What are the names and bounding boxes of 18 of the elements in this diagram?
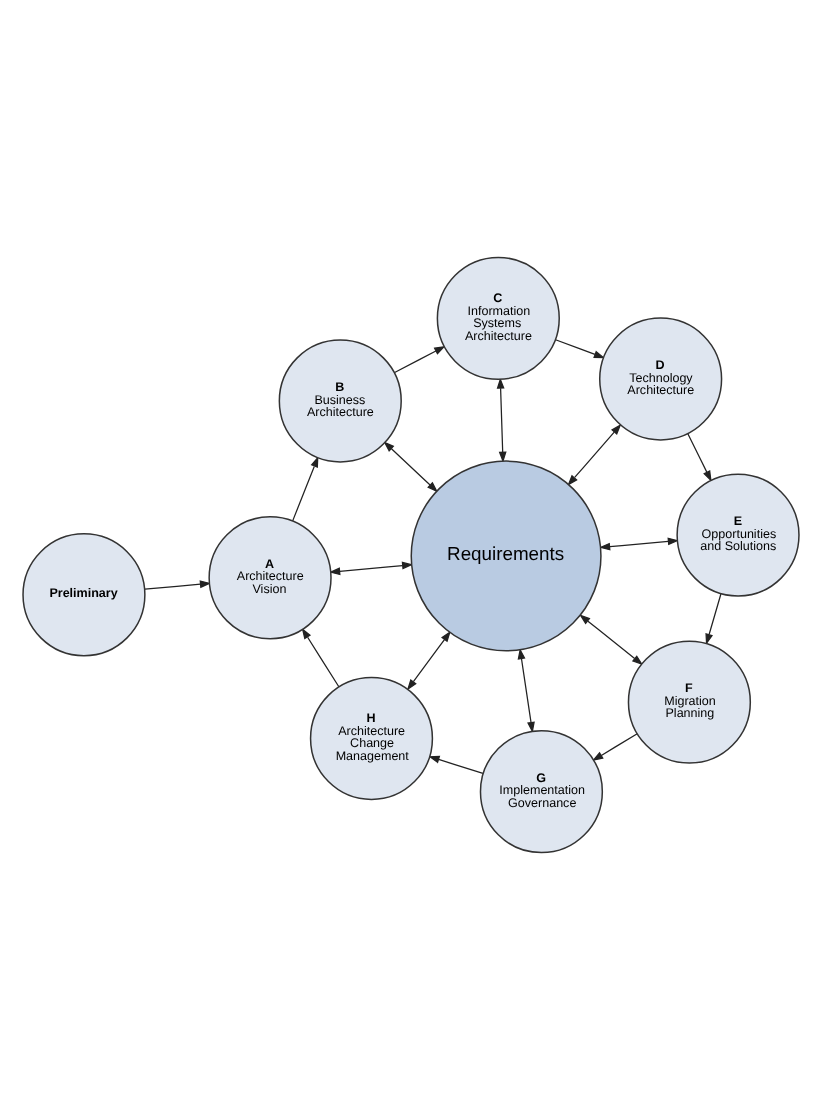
arrow	[553, 339, 605, 359]
arrow	[566, 423, 621, 486]
arrow	[143, 580, 211, 590]
arrow	[300, 627, 339, 688]
arrow	[327, 561, 413, 576]
arrow	[516, 647, 534, 734]
arrow	[405, 630, 450, 691]
arrow	[686, 432, 711, 482]
arrow	[393, 345, 445, 374]
node-circle: Requirements	[409, 460, 601, 652]
arrow	[495, 377, 506, 463]
arrow	[578, 614, 643, 666]
arrow	[590, 733, 637, 762]
arrow	[291, 456, 318, 522]
arrow	[704, 593, 721, 646]
arrow	[597, 537, 679, 551]
arrow	[427, 755, 483, 774]
arrow	[382, 441, 438, 493]
